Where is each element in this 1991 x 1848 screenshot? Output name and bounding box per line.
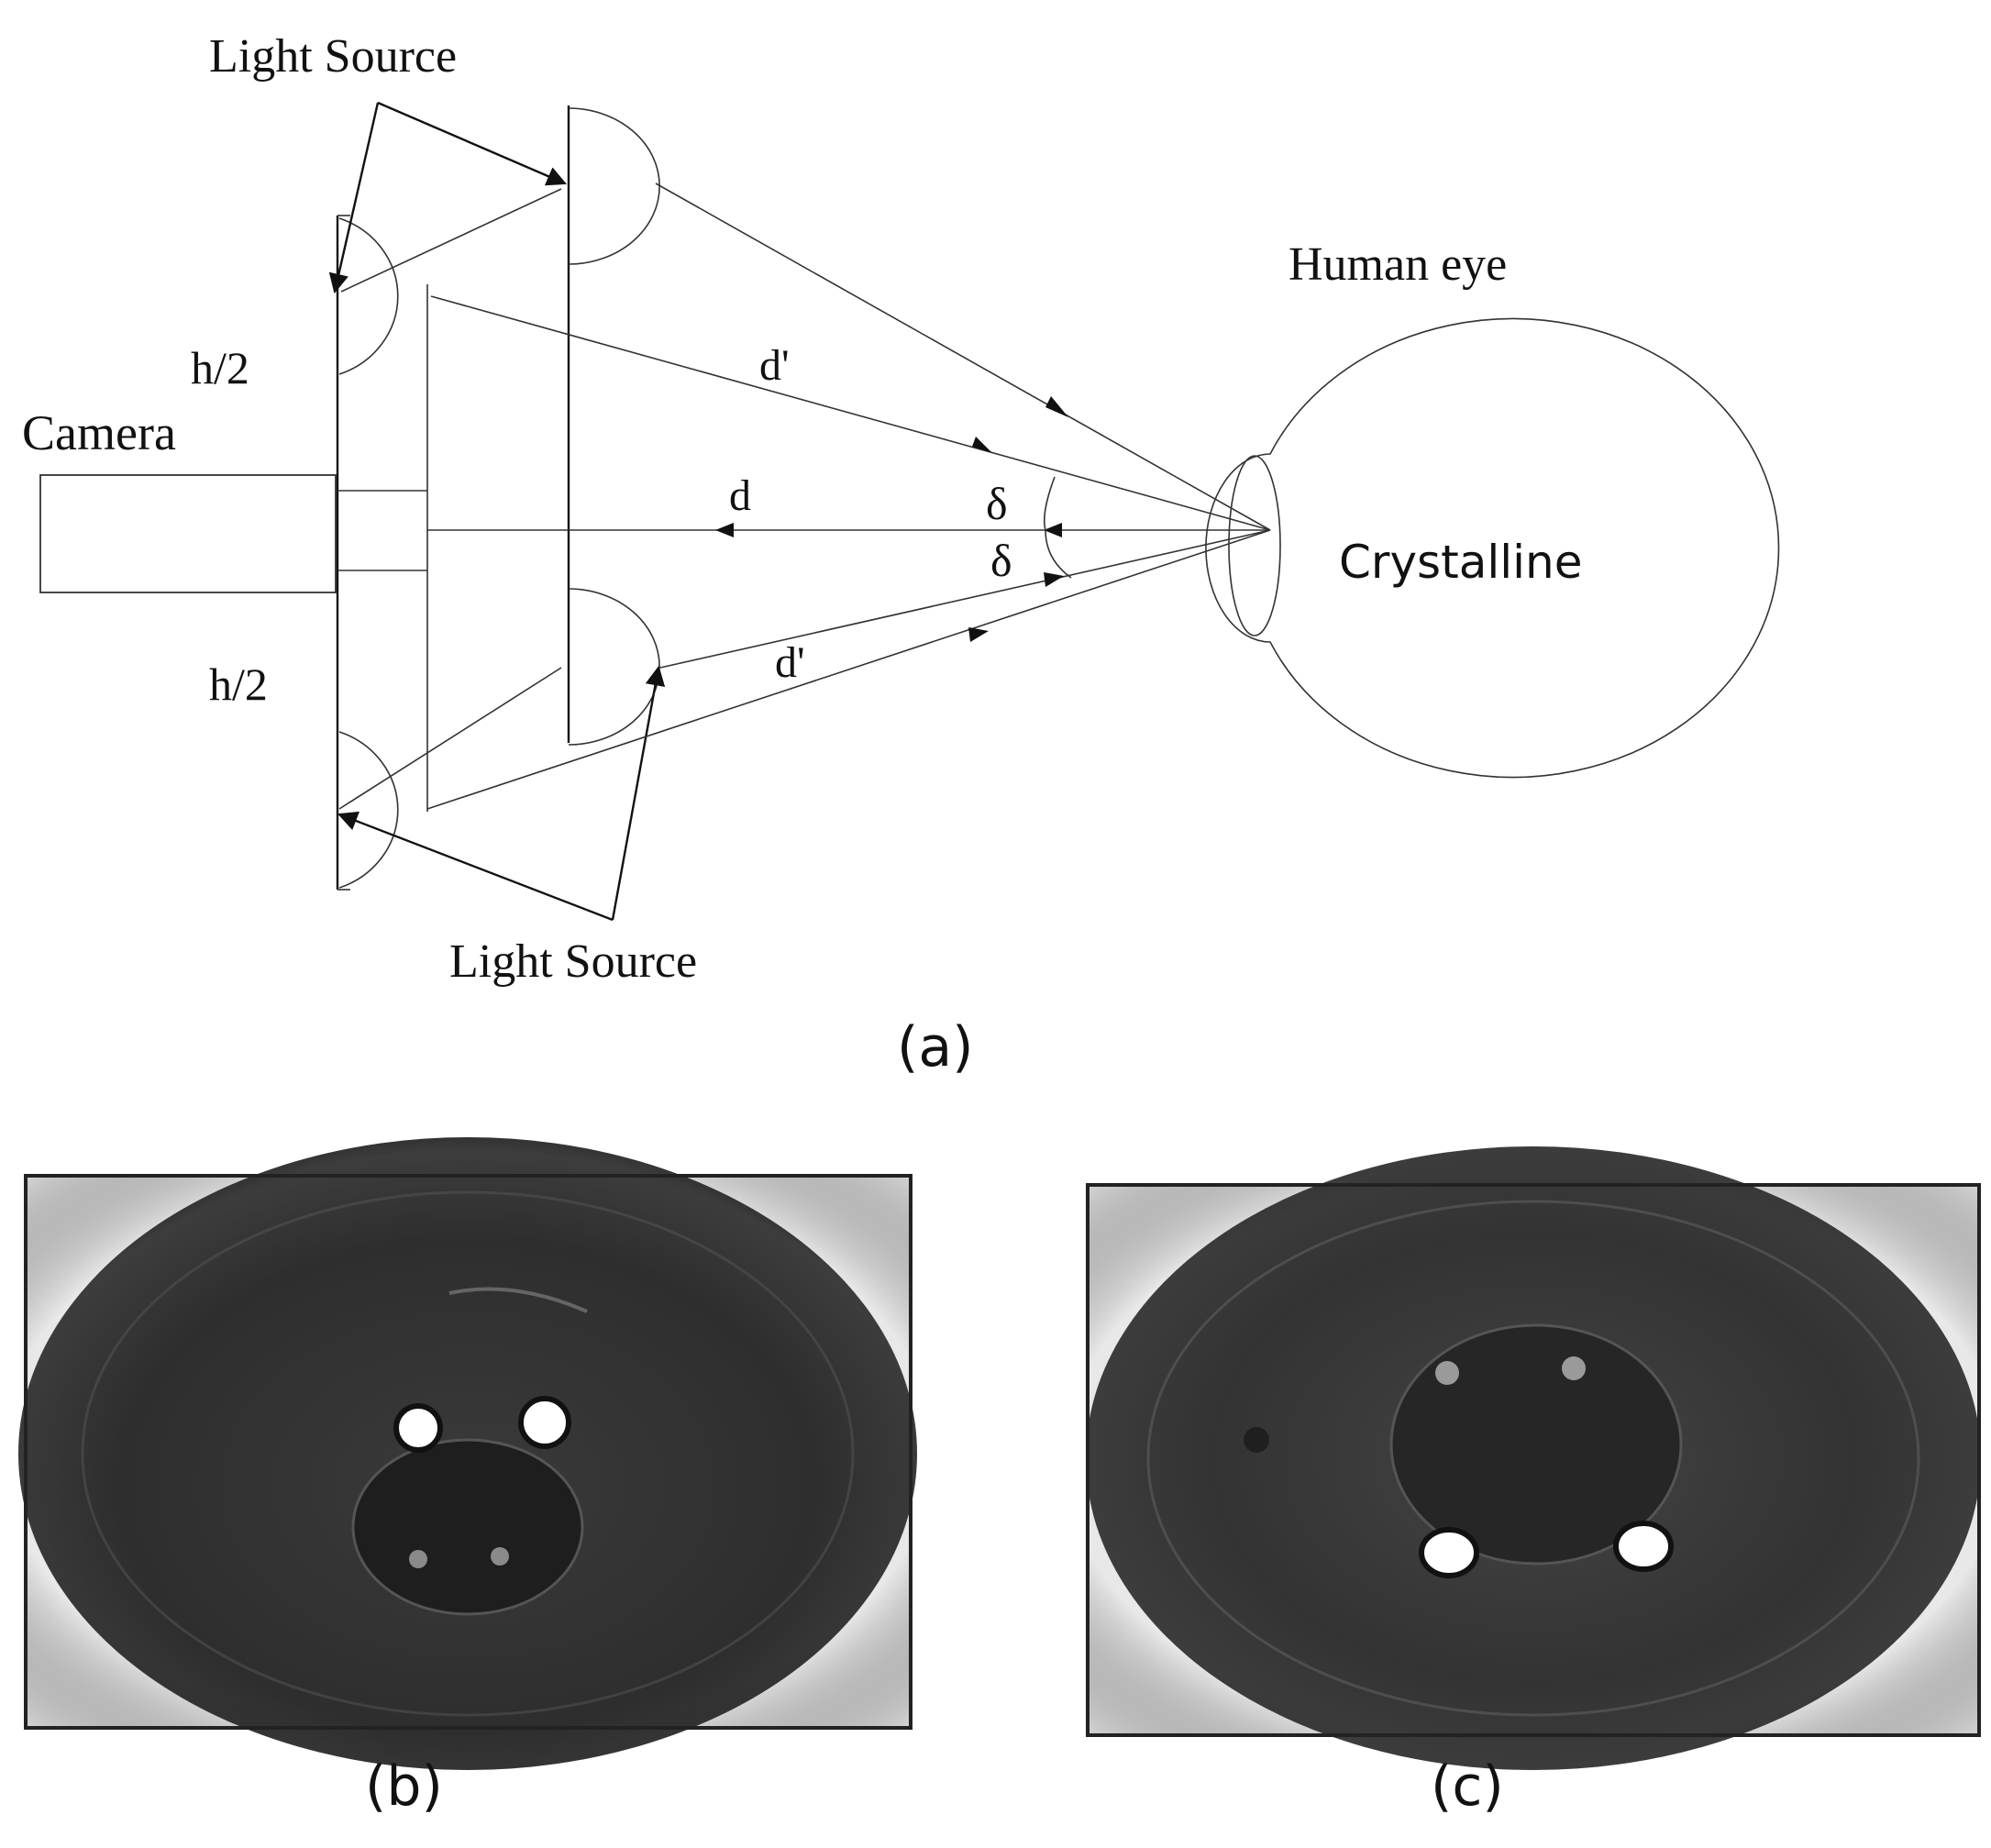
led-front-bottom [568, 588, 660, 746]
eye-globe [1205, 317, 1780, 779]
glint-b-dim-left [409, 1550, 427, 1568]
glint-b-dim-right [491, 1547, 509, 1566]
glint-c-bright-left [1419, 1527, 1479, 1578]
label-light-source-bottom: Light Source [449, 935, 697, 988]
panel-b-photo [18, 1137, 917, 1770]
pupil-c [1389, 1323, 1683, 1566]
label-human-eye: Human eye [1289, 238, 1507, 291]
label-d: d [729, 471, 751, 520]
label-d-prime-top: d' [759, 341, 790, 390]
glint-c-dim-left [1435, 1361, 1459, 1385]
caption-c: (c) [1431, 1754, 1504, 1819]
label-crystalline: Crystalline [1339, 536, 1582, 589]
panel-c-photo [1086, 1146, 1981, 1770]
pupil-b [351, 1438, 584, 1616]
caption-b: (b) [365, 1754, 443, 1819]
glint-b-bright-right [518, 1396, 571, 1449]
label-h2-bottom: h/2 [209, 658, 268, 710]
glint-c-bright-right [1613, 1521, 1674, 1572]
glint-c-dim-right [1562, 1356, 1586, 1380]
label-light-source-top: Light Source [209, 30, 457, 83]
led-back-bottom [338, 731, 399, 889]
glint-b-bright-left [393, 1403, 443, 1453]
crystalline-lens [1228, 455, 1281, 636]
panel-a-diagram [39, 101, 1780, 922]
label-h2-top: h/2 [191, 342, 249, 393]
led-front-top [568, 107, 660, 265]
caption-a: (a) [897, 1015, 974, 1079]
label-d-prime-bottom: d' [775, 638, 805, 687]
camera-body [39, 474, 337, 593]
label-camera: Camera [22, 405, 176, 460]
label-delta-top: δ [986, 478, 1008, 529]
label-delta-bottom: δ [990, 535, 1012, 586]
led-back-top [338, 217, 399, 375]
